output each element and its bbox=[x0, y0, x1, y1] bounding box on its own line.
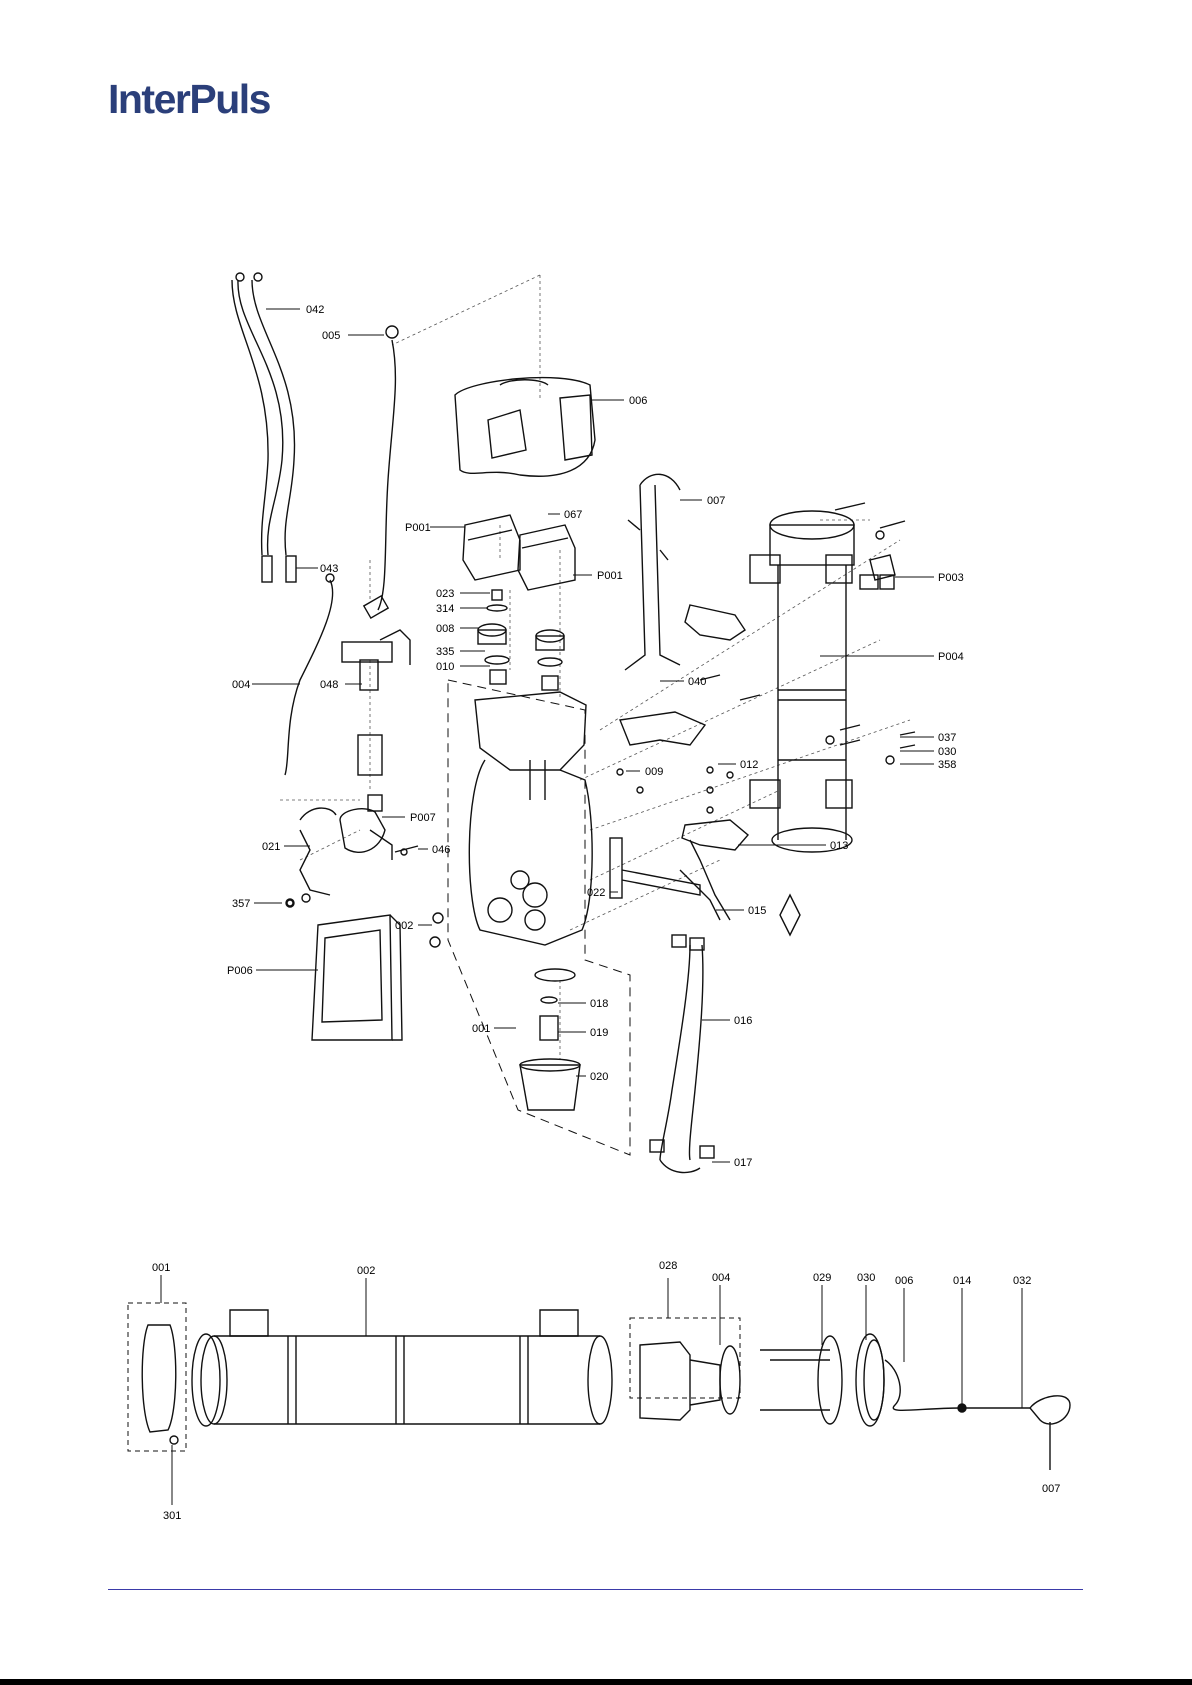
part-label: P001 bbox=[597, 570, 623, 582]
part-label: 032 bbox=[1013, 1275, 1031, 1287]
bottom-leader-lines bbox=[161, 1275, 1022, 1505]
part-label: 014 bbox=[953, 1275, 971, 1287]
part-label: 037 bbox=[938, 732, 956, 744]
part-label: 013 bbox=[830, 840, 848, 852]
part-label: P007 bbox=[410, 812, 436, 824]
part-label: 023 bbox=[436, 588, 454, 600]
part-label: 002 bbox=[395, 920, 413, 932]
part-label: 005 bbox=[322, 330, 340, 342]
part-label: 006 bbox=[629, 395, 647, 407]
part-label: 067 bbox=[564, 509, 582, 521]
footer-rule bbox=[108, 1589, 1083, 1590]
part-label: 042 bbox=[306, 304, 324, 316]
part-label: 018 bbox=[590, 998, 608, 1010]
part-label: 012 bbox=[740, 759, 758, 771]
part-label: 010 bbox=[436, 661, 454, 673]
part-label: 048 bbox=[320, 679, 338, 691]
part-label: 009 bbox=[645, 766, 663, 778]
top-assembly-drawing bbox=[232, 273, 915, 1173]
part-label: P001 bbox=[405, 522, 431, 534]
page-bottom-bar bbox=[0, 1679, 1192, 1685]
part-label: 008 bbox=[436, 623, 454, 635]
part-label: 314 bbox=[436, 603, 454, 615]
part-label: 357 bbox=[232, 898, 250, 910]
part-label: 046 bbox=[432, 844, 450, 856]
part-label: 029 bbox=[813, 1272, 831, 1284]
part-label: 016 bbox=[734, 1015, 752, 1027]
part-label: 040 bbox=[688, 676, 706, 688]
part-label: 001 bbox=[472, 1023, 490, 1035]
part-label: 022 bbox=[587, 887, 605, 899]
part-label: 004 bbox=[712, 1272, 730, 1284]
part-label: 030 bbox=[857, 1272, 875, 1284]
part-label: 030 bbox=[938, 746, 956, 758]
part-label: 007 bbox=[1042, 1483, 1060, 1495]
part-label: 002 bbox=[357, 1265, 375, 1277]
part-label: 006 bbox=[895, 1275, 913, 1287]
bottom-assembly-drawing bbox=[128, 1303, 1070, 1470]
part-label: 015 bbox=[748, 905, 766, 917]
part-label: 301 bbox=[163, 1510, 181, 1522]
part-label: P006 bbox=[227, 965, 253, 977]
part-label: 017 bbox=[734, 1157, 752, 1169]
part-label: 020 bbox=[590, 1071, 608, 1083]
part-label: 001 bbox=[152, 1262, 170, 1274]
part-label: 004 bbox=[232, 679, 250, 691]
part-label: 021 bbox=[262, 841, 280, 853]
part-label: 019 bbox=[590, 1027, 608, 1039]
part-label: 028 bbox=[659, 1260, 677, 1272]
part-label: P003 bbox=[938, 572, 964, 584]
part-label: P004 bbox=[938, 651, 964, 663]
part-label: 335 bbox=[436, 646, 454, 658]
part-label: 358 bbox=[938, 759, 956, 771]
part-label: 043 bbox=[320, 563, 338, 575]
part-label: 007 bbox=[707, 495, 725, 507]
